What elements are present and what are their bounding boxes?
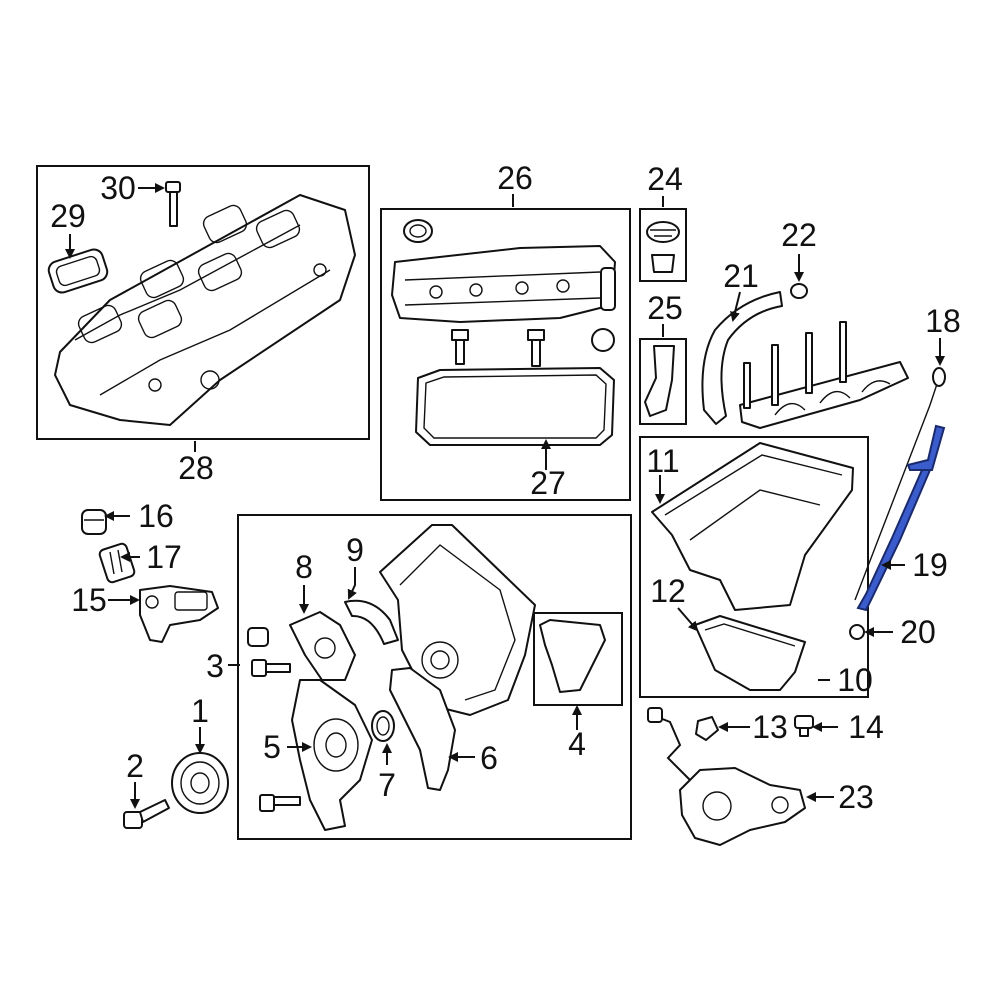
crankshaft-pulley-bolt (123, 799, 170, 829)
callout-21: 21 (723, 258, 759, 294)
callout-labels: 1 2 3 4 5 6 7 8 9 10 11 12 13 14 15 16 1… (50, 160, 961, 815)
callout-8: 8 (295, 549, 313, 585)
callout-17: 17 (146, 539, 182, 575)
callout-18: 18 (925, 303, 961, 339)
valve-cover-group-box (380, 208, 631, 501)
dipstick-seal (849, 624, 865, 640)
callout-28: 28 (178, 450, 214, 486)
valve-cover-grommet (591, 328, 615, 352)
callout-7: 7 (378, 767, 396, 803)
water-pump-gasket (344, 599, 399, 645)
water-pump-bolt (251, 659, 301, 812)
callout-10: 10 (837, 662, 873, 698)
callout-1: 1 (191, 693, 209, 729)
callout-3: 3 (206, 648, 224, 684)
timing-chain-gasket (539, 619, 606, 693)
oil-cap-group-box (639, 208, 687, 282)
crankshaft-bearing-support (739, 321, 909, 429)
dipstick-handle (932, 367, 946, 387)
front-crankshaft-seal (371, 710, 395, 742)
valve-cover-tube (600, 267, 616, 311)
callout-9: 9 (346, 532, 364, 568)
water-pump (291, 679, 373, 831)
callout-19: 19 (912, 547, 948, 583)
callout-27: 27 (530, 465, 566, 501)
oil-pressure-sensor-wire (654, 715, 691, 781)
callout-2: 2 (126, 748, 144, 784)
valve-cover-seal-ring (403, 219, 433, 243)
upper-oil-pan (651, 442, 854, 611)
callout-29: 29 (50, 198, 86, 234)
oil-pressure-sensor (647, 707, 663, 723)
intake-manifold (54, 194, 356, 426)
valve-cover-gasket (415, 367, 615, 446)
intake-manifold-bolt (165, 181, 181, 227)
timing-cover-gasket (389, 667, 456, 791)
callout-6: 6 (480, 740, 498, 776)
oil-pan-bolt (794, 715, 814, 737)
oil-fill-tube (644, 345, 675, 417)
callout-25: 25 (647, 290, 683, 326)
oil-dipstick-tube (701, 291, 783, 425)
intake-manifold-group-box (36, 165, 370, 440)
callout-16: 16 (138, 498, 174, 534)
valve-cover (391, 245, 616, 323)
oil-filter-element (98, 542, 136, 584)
oil-dipstick-rod (854, 374, 941, 601)
callout-20: 20 (900, 614, 936, 650)
valve-cover-fastener (451, 329, 545, 367)
callout-30: 30 (100, 170, 136, 206)
callout-11: 11 (646, 443, 679, 479)
leader-lines (65, 183, 945, 809)
timing-cover (379, 524, 536, 716)
callout-15: 15 (71, 582, 107, 618)
oil-filter-cap (81, 509, 107, 535)
callout-23: 23 (838, 779, 874, 815)
dipstick-tube-highlighted (856, 469, 932, 612)
lower-oil-pan (694, 615, 806, 691)
callout-22: 22 (781, 217, 817, 253)
water-pump-housing (289, 611, 356, 681)
crankshaft-pulley (171, 752, 229, 814)
dipstick-tube-bracket (906, 424, 946, 471)
callout-5: 5 (263, 729, 281, 765)
callout-26: 26 (497, 160, 533, 196)
callout-24: 24 (647, 161, 683, 197)
callout-14: 14 (848, 709, 884, 745)
water-pump-plug (247, 627, 269, 647)
callout-12: 12 (650, 573, 686, 609)
callout-4: 4 (568, 726, 586, 762)
oil-pan-plug (695, 716, 719, 741)
callout-13: 13 (752, 709, 788, 745)
timing-cover-group-box (237, 514, 632, 840)
oil-filler-cap (646, 221, 680, 273)
oil-fill-tube-group-box (639, 338, 687, 425)
oil-filter-housing (139, 585, 219, 643)
dipstick-tube-seal (790, 283, 808, 299)
oil-pump (679, 767, 806, 846)
